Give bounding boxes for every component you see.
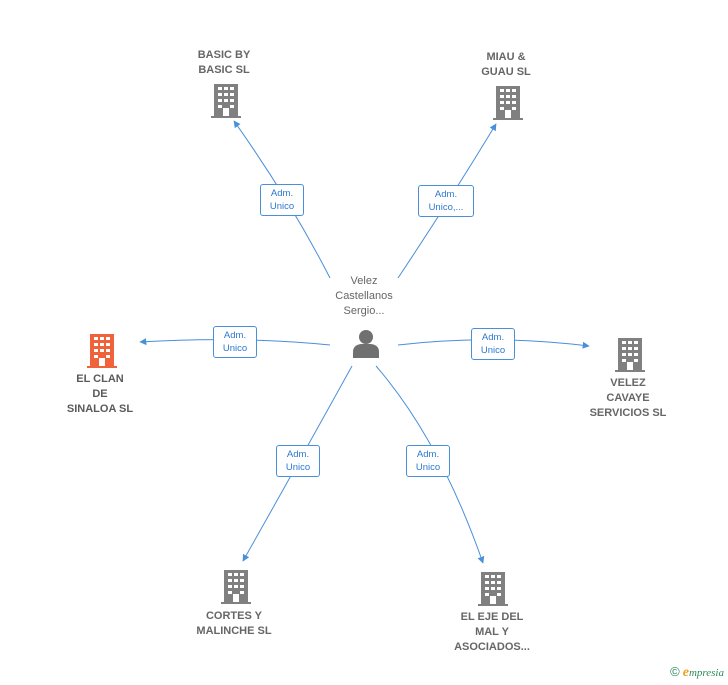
company-label-miau-guau[interactable]: MIAU & GUAU SL bbox=[458, 50, 554, 80]
building-icon[interactable] bbox=[478, 572, 508, 606]
copyright-symbol: © bbox=[670, 664, 680, 679]
company-label-line: BASIC BY bbox=[197, 49, 251, 61]
edge-label-line: Unico bbox=[415, 462, 441, 473]
building-icon[interactable] bbox=[221, 570, 251, 604]
company-label-line: EL CLAN bbox=[76, 373, 124, 385]
edge-label-el-clan-de-sinaloa[interactable]: Adm. Unico bbox=[213, 326, 257, 358]
edge-label-line: Adm. bbox=[286, 449, 310, 460]
edge-label-line: Adm. bbox=[481, 332, 505, 343]
person-name[interactable]: Velez Castellanos Sergio... bbox=[318, 274, 410, 319]
company-label-line: DE bbox=[92, 388, 108, 400]
company-label-basic-by-basic[interactable]: BASIC BY BASIC SL bbox=[172, 48, 276, 78]
company-label-cortes-y-malinche[interactable]: CORTES Y MALINCHE SL bbox=[180, 609, 288, 639]
brand-watermark: © empresia bbox=[670, 664, 724, 681]
person-icon[interactable] bbox=[351, 328, 381, 358]
company-label-line: VELEZ bbox=[610, 377, 646, 389]
company-label-line: BASIC SL bbox=[198, 64, 250, 76]
edge-label-basic-by-basic[interactable]: Adm. Unico bbox=[260, 184, 304, 216]
edge-label-line: Unico bbox=[285, 462, 311, 473]
edge-label-el-eje-del-mal[interactable]: Adm. Unico bbox=[406, 445, 450, 477]
brand-logo-letter: e bbox=[682, 665, 689, 680]
edge-label-line: Unico bbox=[222, 343, 248, 354]
person-name-line-3: Sergio... bbox=[343, 305, 385, 317]
building-icon[interactable] bbox=[493, 86, 523, 120]
person-name-line-2: Castellanos bbox=[335, 290, 393, 302]
edge-label-line: Unico,... bbox=[428, 202, 464, 213]
building-icon[interactable] bbox=[87, 334, 117, 368]
company-label-line: CORTES Y bbox=[205, 610, 263, 622]
company-label-line: CAVAYE bbox=[606, 392, 650, 404]
brand-logo-text: mpresia bbox=[688, 667, 724, 679]
person-name-line-1: Velez bbox=[350, 275, 378, 287]
company-label-el-clan-de-sinaloa[interactable]: EL CLAN DE SINALOA SL bbox=[50, 372, 150, 417]
company-label-line: MIAU & bbox=[486, 51, 526, 63]
company-label-line: MALINCHE SL bbox=[196, 625, 272, 637]
building-icon[interactable] bbox=[615, 338, 645, 372]
edge-label-line: Adm. bbox=[416, 449, 440, 460]
building-icon[interactable] bbox=[211, 84, 241, 118]
company-label-el-eje-del-mal[interactable]: EL EJE DEL MAL Y ASOCIADOS... bbox=[440, 610, 544, 655]
company-label-velez-cavaye[interactable]: VELEZ CAVAYE SERVICIOS SL bbox=[576, 376, 680, 421]
edge-label-line: Unico bbox=[480, 345, 506, 356]
edge-label-line: Unico bbox=[269, 201, 295, 212]
company-label-line: SINALOA SL bbox=[66, 403, 134, 415]
company-label-line: SERVICIOS SL bbox=[589, 407, 667, 419]
company-label-line: EL EJE DEL bbox=[460, 611, 524, 623]
edge-label-cortes-y-malinche[interactable]: Adm. Unico bbox=[276, 445, 320, 477]
company-label-line: ASOCIADOS... bbox=[454, 641, 530, 653]
company-label-line: MAL Y bbox=[475, 626, 509, 638]
edge-label-line: Adm. bbox=[270, 188, 294, 199]
company-label-line: GUAU SL bbox=[481, 66, 531, 78]
edge-label-line: Adm. bbox=[223, 330, 247, 341]
edge-label-miau-guau[interactable]: Adm. Unico,... bbox=[418, 185, 474, 217]
edge-label-velez-cavaye[interactable]: Adm. Unico bbox=[471, 328, 515, 360]
edge-label-line: Adm. bbox=[434, 189, 458, 200]
